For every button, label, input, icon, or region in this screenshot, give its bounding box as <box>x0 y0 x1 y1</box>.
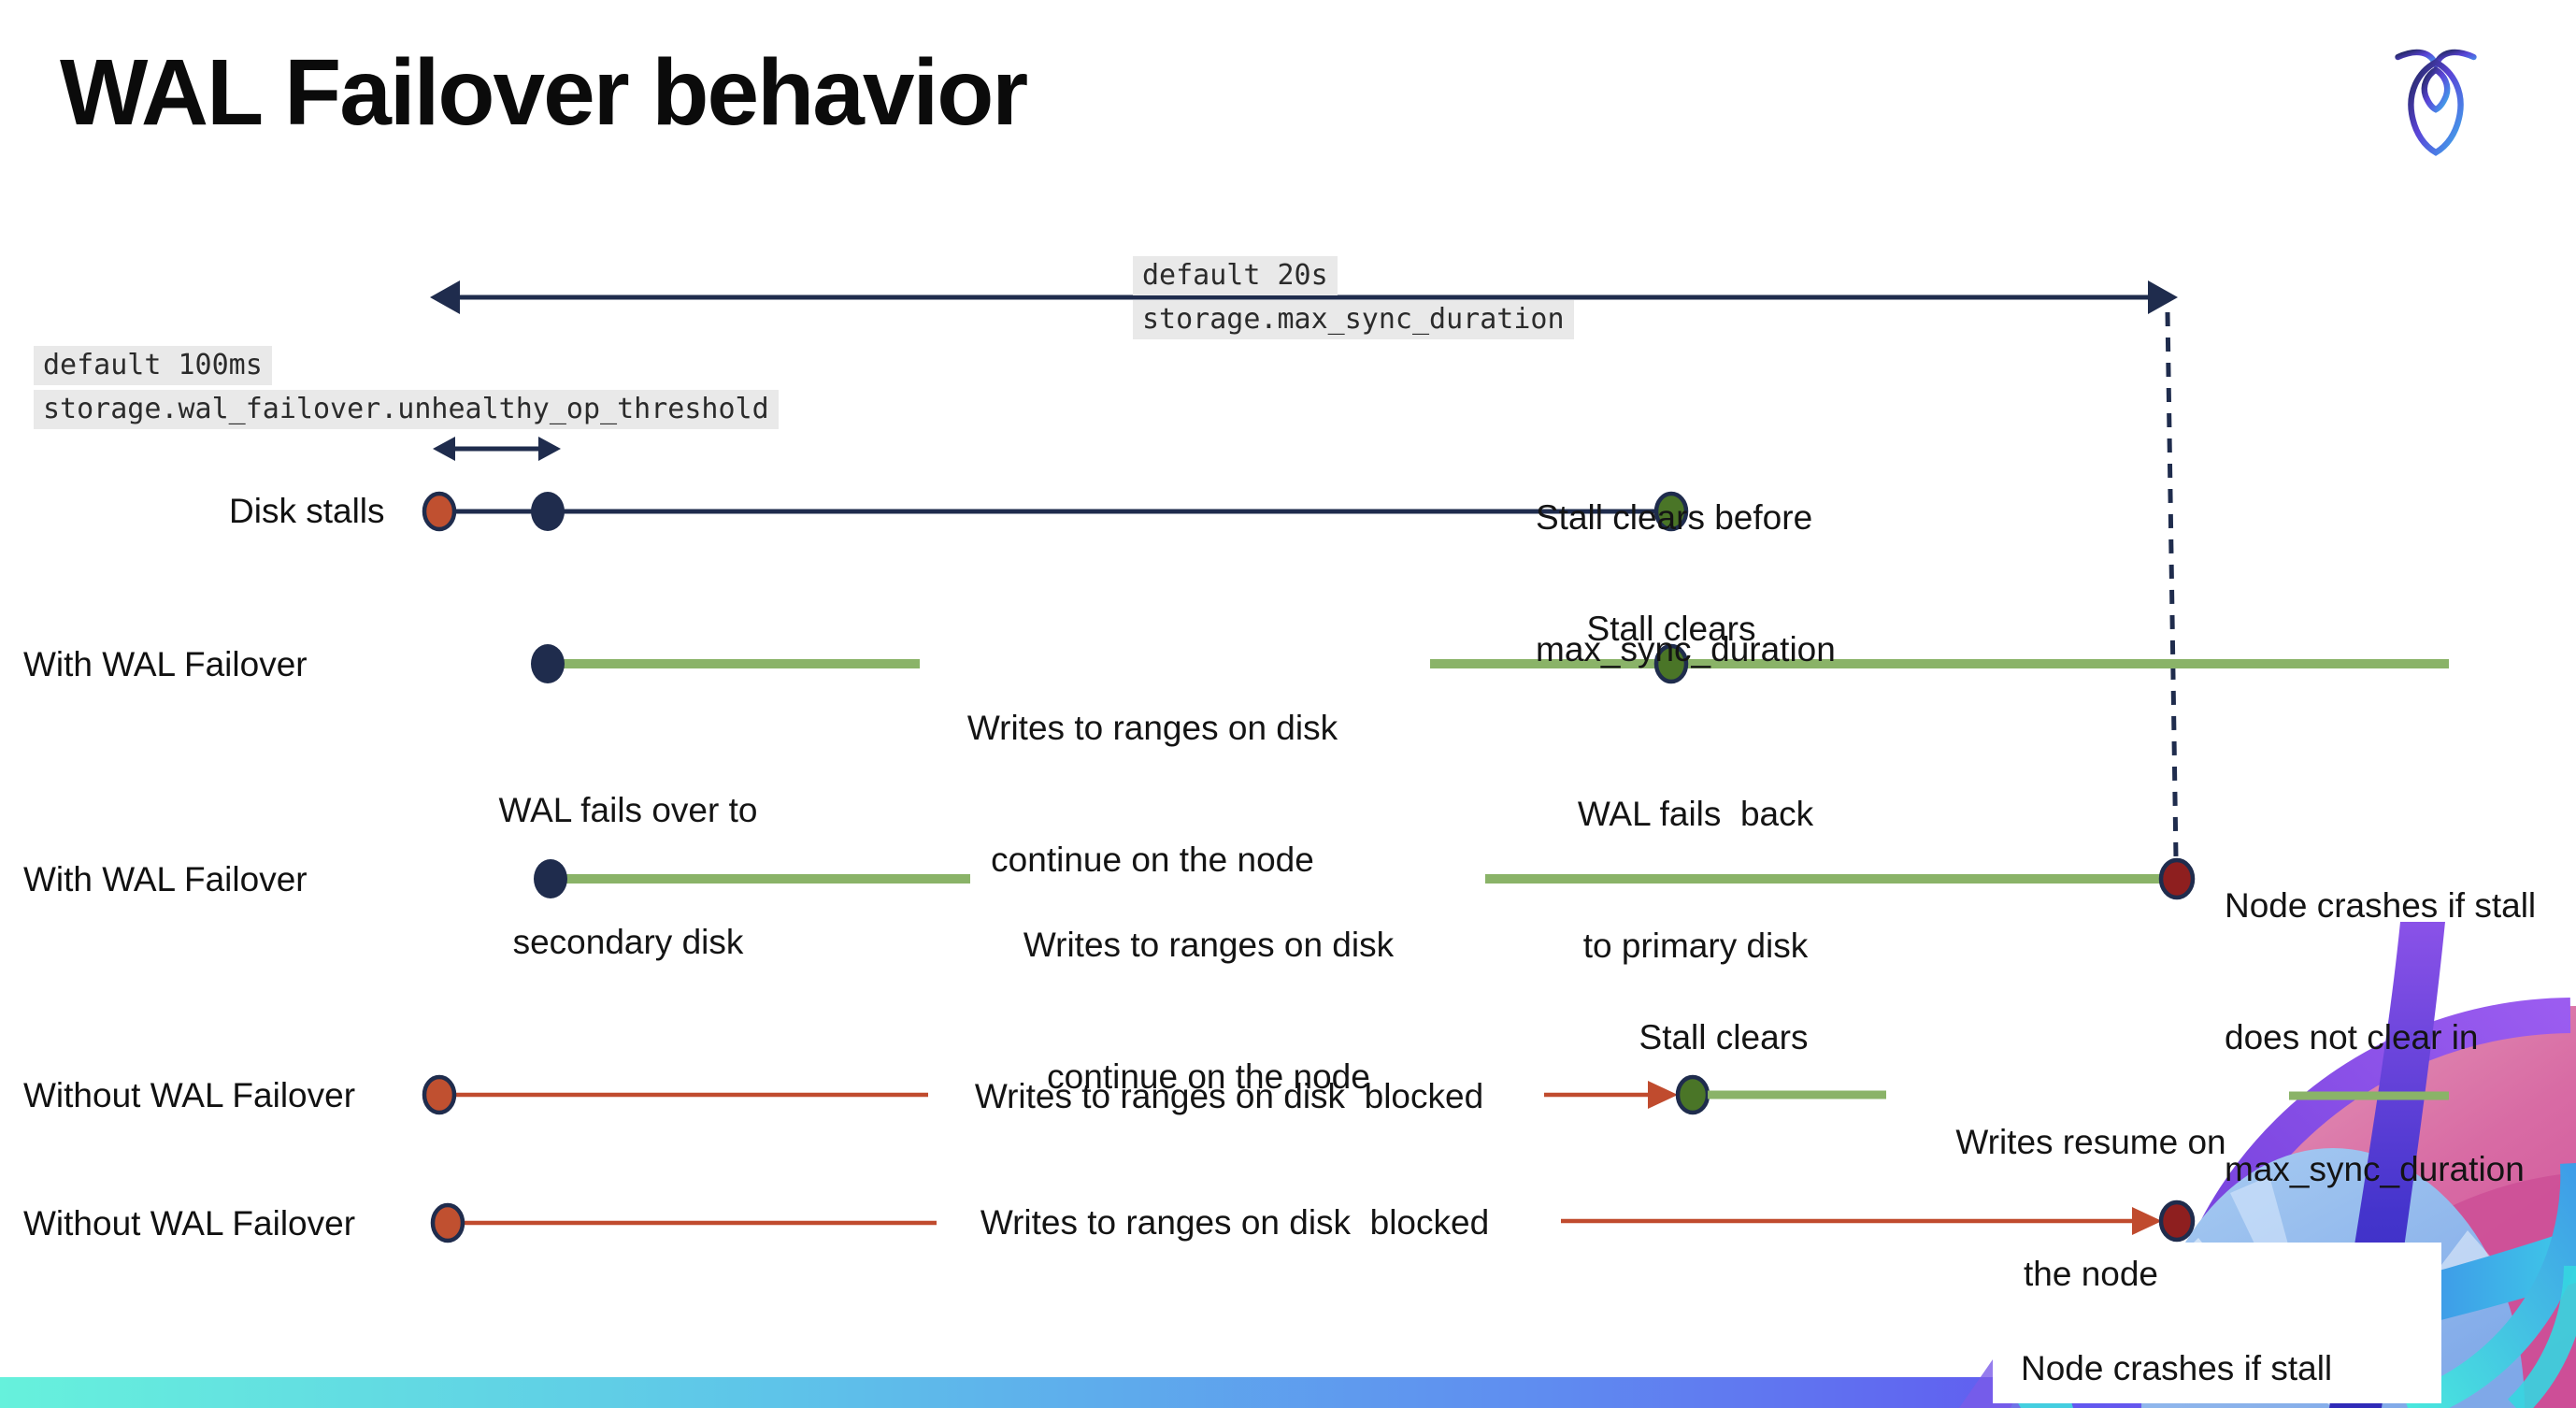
threshold-reached-dot <box>531 492 565 531</box>
arrowhead-right <box>2148 280 2178 314</box>
row-label-disk-stalls: Disk stalls <box>229 492 385 530</box>
unhealthy-op-default: default 100ms <box>34 346 272 385</box>
cockroachdb-logo-icon <box>2395 49 2477 156</box>
row-label-with-wal-failover-1: With WAL Failover <box>23 645 308 683</box>
max-sync-setting-name: storage.max_sync_duration <box>1133 300 1574 339</box>
disk-stall-start-dot <box>422 491 457 532</box>
note-writes-blocked-row4: Writes to ranges on disk blocked <box>974 1077 1484 1115</box>
failover-dot <box>531 644 565 683</box>
note-node-crashes-row5: Node crashes if stall does not clear in … <box>2021 1349 2333 1387</box>
arrowhead-right <box>1648 1081 1678 1109</box>
arrowhead-left <box>433 437 455 461</box>
row-label-without-wal-failover-1: Without WAL Failover <box>23 1076 356 1114</box>
disk-stall-start-dot <box>422 1074 457 1115</box>
note-wal-fails-back: WAL fails back to primary disk <box>1577 795 1814 965</box>
node-crash-dot <box>2158 857 2196 900</box>
max-sync-default: default 20s <box>1133 256 1338 295</box>
unhealthy-op-threshold-arrow <box>433 437 561 461</box>
max-sync-deadline-dashed-line <box>2165 311 2179 859</box>
row-label-without-wal-failover-2: Without WAL Failover <box>23 1204 356 1243</box>
note-stall-clears-row2: Stall clears <box>1586 610 1756 648</box>
timeline-disk-stalls <box>422 491 1689 532</box>
page-title: WAL Failover behavior <box>60 40 1028 145</box>
note-wal-fails-over: WAL fails over to secondary disk <box>498 791 758 961</box>
note-writes-blocked-row5: Writes to ranges on disk blocked <box>980 1203 1490 1242</box>
max-sync-duration-label: default 20s storage.max_sync_duration <box>1133 256 1574 344</box>
note-node-crashes-row3: Node crashes if stall does not clear in … <box>2225 886 2537 1188</box>
node-crashes-callout-box: Node crashes if stall does not clear in … <box>1993 1243 2441 1403</box>
note-writes-continue-row2: Writes to ranges on disk continue on the… <box>966 709 1338 879</box>
unhealthy-op-setting-name: storage.wal_failover.unhealthy_op_thresh… <box>34 390 779 429</box>
arrowhead-left <box>430 280 460 314</box>
stall-clears-dot <box>1675 1074 1710 1115</box>
disk-stall-start-dot <box>430 1202 465 1243</box>
unhealthy-op-threshold-label: default 100ms storage.wal_failover.unhea… <box>34 346 779 434</box>
row-label-with-wal-failover-2: With WAL Failover <box>23 860 308 898</box>
note-stall-clears-row4: Stall clears <box>1639 1018 1809 1056</box>
timeline-with-wal-failover-1 <box>531 643 2449 684</box>
note-writes-continue-row3: Writes to ranges on disk continue on the… <box>1023 926 1395 1096</box>
arrowhead-right <box>538 437 561 461</box>
note-writes-resume: Writes resume on the node <box>1955 1123 2226 1293</box>
